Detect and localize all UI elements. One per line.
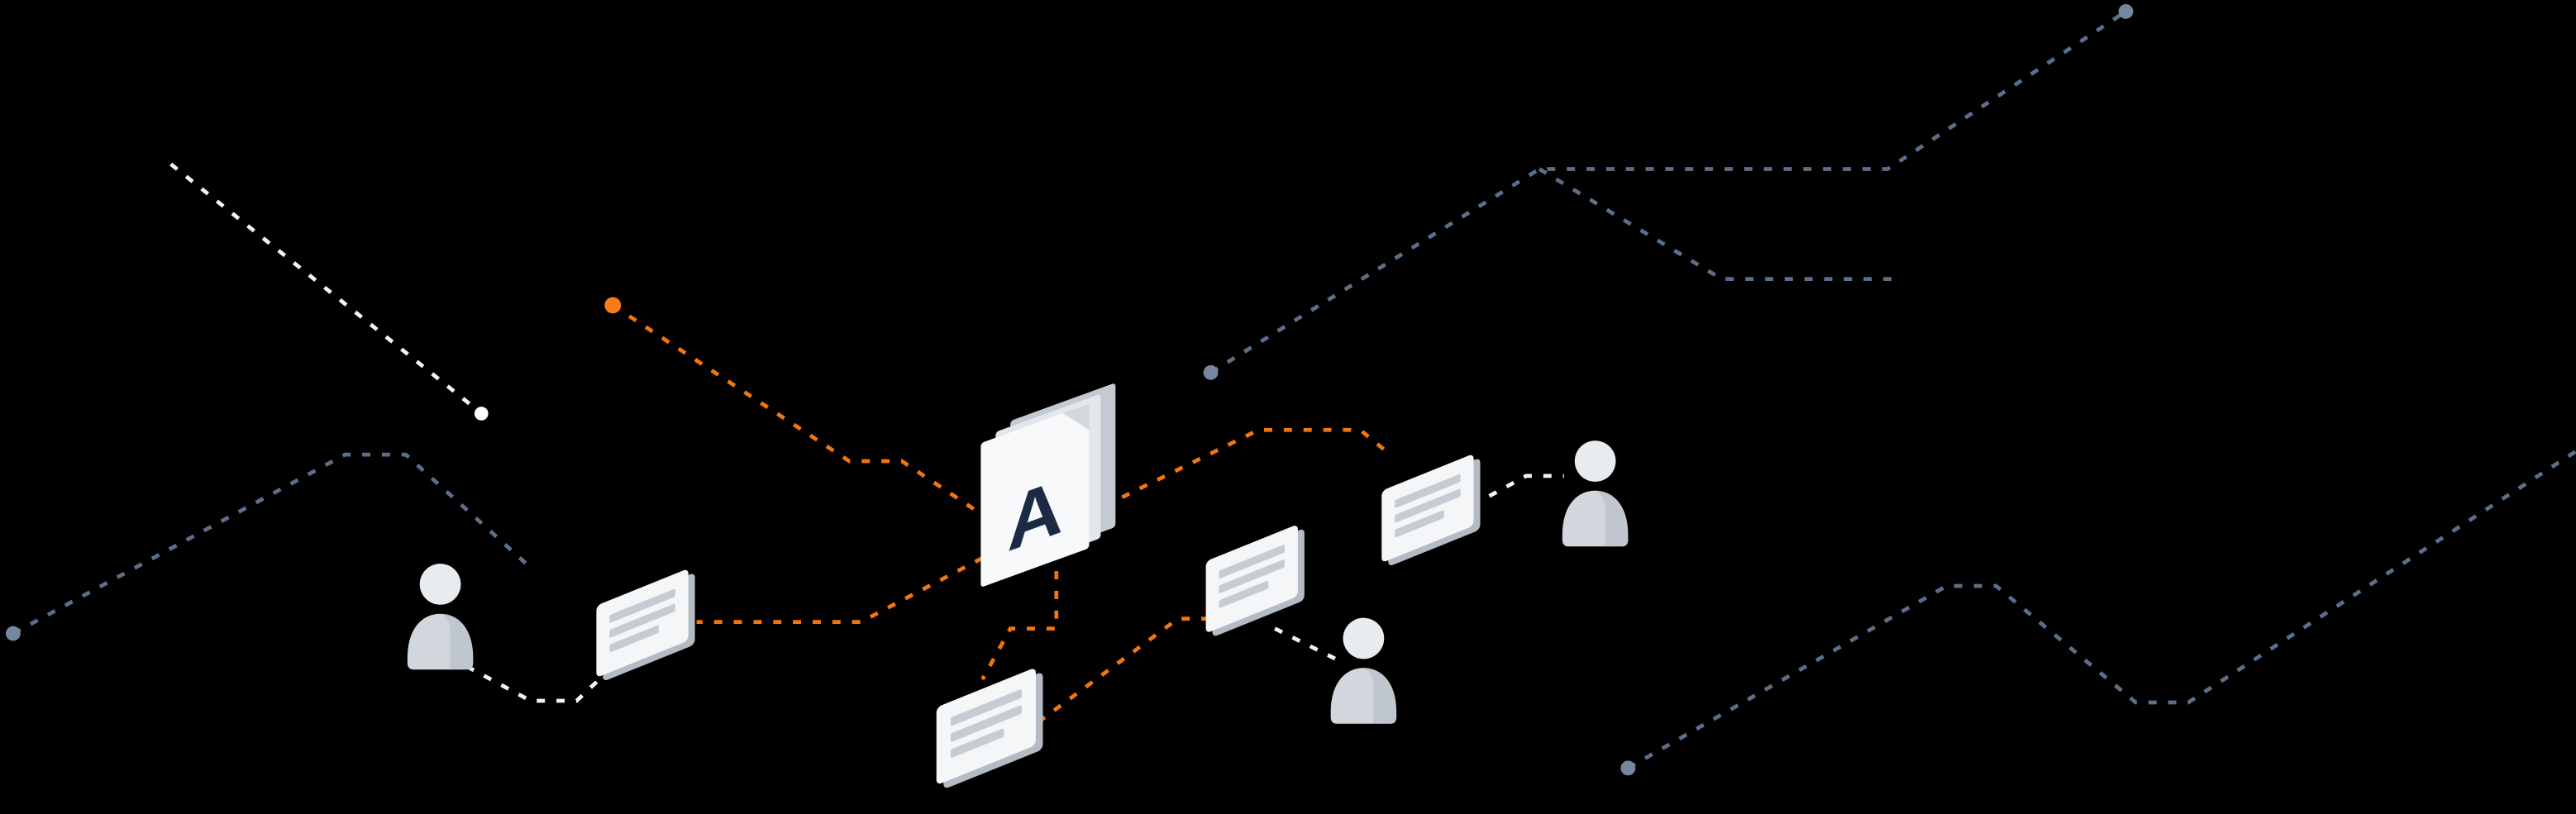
- dashed-line-orange-stack-to-top-right-message: [1121, 427, 1390, 499]
- dashed-line-white-message-to-person-center: [1274, 626, 1345, 665]
- document-stack-icon: A: [980, 383, 1116, 587]
- message-icon-left: [596, 565, 695, 685]
- dashed-line-slate-left: [12, 452, 531, 635]
- dashed-line-orange-dot-to-stack: [611, 303, 1007, 532]
- message-icon-bottom-center: [936, 664, 1043, 793]
- slate-dot-left: [5, 626, 21, 641]
- endpoint-dots: [5, 3, 2134, 776]
- message-icon-center-right: [1205, 521, 1305, 640]
- dashed-line-orange-stack-to-left-message: [696, 556, 984, 625]
- slate-dot-center: [1203, 364, 1219, 380]
- stack-sheet-front: [980, 404, 1090, 587]
- orange-dot: [604, 297, 622, 314]
- dashed-line-white-message-to-person-right: [1471, 474, 1564, 507]
- dashed-line-orange-bottom-to-right-message: [1037, 616, 1211, 724]
- connector-lines: [12, 9, 2576, 770]
- person-icon-top-right: [1562, 440, 1629, 547]
- dashed-line-orange-stack-to-bottom-message: [980, 571, 1059, 681]
- dashed-line-slate-top-right-branch: [1538, 167, 1893, 281]
- slate-dot-bottom-right: [1620, 760, 1636, 776]
- dashed-line-slate-bottom-right: [1627, 450, 2576, 770]
- slate-dot-top-right: [2118, 3, 2134, 19]
- person-icon-left: [407, 564, 474, 670]
- dashed-line-white-person-left-to-message: [465, 664, 608, 703]
- dashed-line-white-top-left: [169, 162, 481, 414]
- dashed-line-slate-top-right: [1209, 9, 2127, 374]
- person-icon-center-right: [1330, 617, 1397, 724]
- message-icon-top-right: [1381, 450, 1481, 570]
- page-fold-corner: [1062, 403, 1090, 431]
- white-dot: [474, 407, 489, 421]
- stack-letter: A: [1007, 463, 1062, 569]
